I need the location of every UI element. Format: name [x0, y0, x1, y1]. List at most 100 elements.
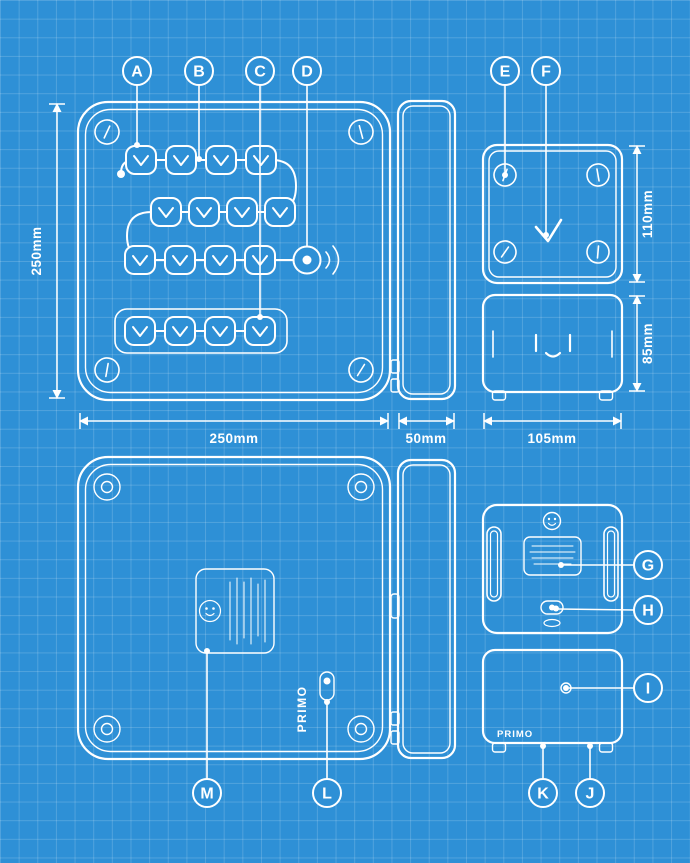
callout-d: D [292, 56, 322, 246]
board-inner-outline [84, 108, 384, 394]
arrow-slot [150, 197, 182, 227]
svg-text:J: J [586, 786, 595, 803]
screw-recess-icon [93, 715, 121, 743]
product-label-plate [523, 536, 582, 576]
robot-back-view: PRIMO [481, 648, 624, 753]
robot-outline [481, 503, 624, 635]
screw-recess-icon [93, 473, 121, 501]
callout-m: M [192, 648, 222, 808]
primo-wordmark: PRIMO [497, 729, 533, 740]
screw-icon [585, 239, 611, 265]
screw-recess-icon [347, 715, 375, 743]
arrow-slot [205, 145, 237, 175]
callout-h: H [553, 595, 663, 625]
svg-text:I: I [646, 681, 650, 698]
arrow-slot [245, 145, 277, 175]
svg-text:B: B [193, 64, 205, 81]
path-start-dot [117, 170, 125, 178]
board-outline [76, 455, 392, 761]
robot-inner-outline [488, 150, 617, 278]
dimension-robot-width: 105mm [483, 413, 622, 446]
dimension-label: 250mm [29, 226, 44, 275]
robot-front-view [481, 293, 624, 401]
arrow-slot [164, 245, 196, 275]
robot-outline [481, 143, 624, 285]
product-label-plate [195, 568, 275, 654]
dimension-label: 105mm [527, 431, 576, 446]
callout-k: K [528, 743, 558, 808]
arrow-slot [244, 316, 276, 346]
power-switch [540, 600, 564, 615]
dimension-label: 50mm [405, 431, 446, 446]
dimension-robot-length: 110mm [629, 145, 655, 283]
board-side-view-bottom [390, 458, 457, 760]
side-outline [396, 99, 457, 401]
arrow-slot [125, 145, 157, 175]
robot-outline [481, 293, 624, 394]
robot-top-view [481, 143, 624, 285]
label-fineprint [229, 577, 266, 645]
screw-recess-icon [347, 473, 375, 501]
svg-text:M: M [200, 786, 213, 803]
side-inner-outline [402, 464, 451, 754]
svg-text:H: H [642, 603, 654, 620]
dimension-robot-height: 85mm [629, 295, 655, 392]
dimensions: 250mm 250mm 50mm 105mm 110mm [29, 103, 655, 446]
left-wheel [486, 526, 502, 602]
reset-slot [543, 618, 561, 628]
board-outline [76, 100, 392, 402]
board-side-view-top [390, 99, 457, 401]
dimension-label: 85mm [640, 323, 655, 364]
callout-i: I [563, 673, 663, 703]
power-switch [319, 671, 335, 701]
arrow-slot [264, 197, 296, 227]
screw-icon [584, 161, 612, 189]
foot-tab [390, 359, 400, 374]
arrow-slot [226, 197, 258, 227]
direction-notch-icon [534, 218, 563, 243]
switch-bump [390, 593, 400, 619]
screw-icon [488, 235, 522, 269]
dimension-board-width: 250mm [79, 413, 389, 446]
robot-outline [481, 648, 624, 745]
arrow-slot [188, 197, 220, 227]
foot-tab [390, 378, 400, 393]
side-inner-outline [402, 105, 451, 395]
callout-b: B [184, 56, 214, 162]
callout-e: E [490, 56, 520, 178]
board-top-view [76, 100, 392, 402]
robot-bottom-view [481, 503, 624, 635]
svg-text:K: K [537, 786, 549, 803]
arrow-slot [124, 245, 156, 275]
dimension-label: 250mm [209, 431, 258, 446]
arrow-slot [204, 245, 236, 275]
callout-f: F [531, 56, 561, 238]
arrow-slot [124, 316, 156, 346]
foot-tab [390, 730, 400, 745]
side-outline [396, 458, 457, 760]
dimension-board-height: 250mm [29, 103, 65, 399]
right-wheel [603, 526, 619, 602]
screw-icon [90, 115, 124, 149]
smiley-logo-icon [542, 511, 562, 531]
foot-tab [491, 742, 507, 753]
svg-text:L: L [322, 786, 332, 803]
callout-j: J [575, 743, 605, 808]
primo-wordmark: PRIMO [295, 686, 309, 733]
svg-text:G: G [642, 558, 654, 575]
callout-l: L [312, 699, 342, 808]
foot-tab [390, 711, 400, 726]
function-line-tray [114, 308, 288, 354]
arrow-slot [164, 316, 196, 346]
speaker-icon [292, 245, 340, 275]
svg-text:D: D [301, 64, 313, 81]
svg-text:A: A [131, 64, 143, 81]
svg-text:C: C [254, 64, 266, 81]
arrow-slot [204, 316, 236, 346]
callout-g: G [558, 550, 663, 580]
dimension-board-depth: 50mm [398, 413, 455, 446]
svg-text:E: E [500, 64, 511, 81]
screw-icon [92, 355, 122, 385]
